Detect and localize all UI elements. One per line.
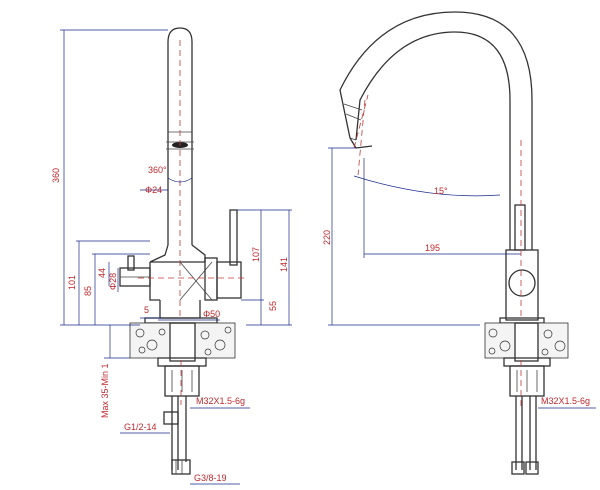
dim-101: 101 bbox=[67, 275, 77, 290]
right-view: 15° 220 195 M32X1.5-6g bbox=[322, 11, 596, 475]
dim-reach: 195 bbox=[425, 243, 440, 253]
dim-85: 85 bbox=[83, 286, 93, 296]
right-spout bbox=[339, 11, 533, 250]
dim-max-thickness: Max 35-Min 1 bbox=[100, 363, 110, 418]
left-body bbox=[119, 244, 242, 319]
dim-360: 360 bbox=[51, 168, 61, 183]
dim-angle: 15° bbox=[434, 186, 448, 196]
handle-knob-icon bbox=[508, 269, 536, 297]
dim-dia28: Φ28 bbox=[108, 273, 118, 290]
dim-44: 44 bbox=[97, 268, 107, 278]
left-view: 360 360° Φ24 101 85 44 Φ28 107 bbox=[51, 27, 292, 485]
left-dimensions: 360 360° Φ24 101 85 44 Φ28 107 bbox=[51, 29, 292, 485]
dim-spout-dia: Φ24 bbox=[145, 185, 162, 195]
left-mounting bbox=[129, 317, 236, 475]
dim-220: 220 bbox=[322, 230, 332, 245]
dim-base-dia: Φ50 bbox=[203, 309, 220, 319]
left-centerlines bbox=[138, 40, 245, 405]
counter-section-left-r bbox=[484, 322, 516, 359]
dim-5: 5 bbox=[144, 305, 149, 315]
dim-rotation: 360° bbox=[148, 165, 167, 175]
dim-shank-thread-left: M32X1.5-6g bbox=[196, 396, 245, 406]
dim-141: 141 bbox=[279, 257, 289, 272]
right-dimensions: 15° 220 195 M32X1.5-6g bbox=[322, 147, 596, 409]
dim-shank-thread-right: M32X1.5-6g bbox=[541, 396, 590, 406]
dim-107: 107 bbox=[251, 247, 261, 262]
right-body bbox=[499, 204, 545, 324]
dim-inlet-thread: G1/2-14 bbox=[124, 422, 157, 432]
right-centerlines bbox=[353, 94, 522, 410]
counter-section-right-r bbox=[537, 322, 569, 359]
right-mounting bbox=[484, 322, 569, 475]
dim-hose-thread: G3/8-19 bbox=[194, 473, 227, 483]
counter-section-right bbox=[194, 322, 236, 359]
left-handle-lever bbox=[229, 209, 238, 266]
dim-55: 55 bbox=[268, 301, 278, 311]
